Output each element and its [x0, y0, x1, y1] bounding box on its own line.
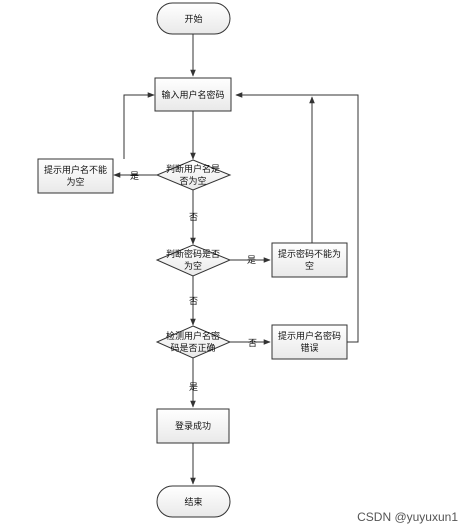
edge-label-yes-user: 是 [130, 171, 139, 182]
prompt-wrong-line-2: 错误 [300, 342, 318, 354]
login-success-node: 登录成功 [156, 408, 230, 444]
input-label: 输入用户名密码 [161, 89, 224, 101]
check-username-decision: 判断用户名是 否为空 [155, 159, 232, 191]
prompt-password-line-2: 空 [305, 260, 314, 272]
edge-label-yes-verify: 是 [189, 382, 198, 393]
start-label: 开始 [184, 13, 202, 25]
prompt-username-line-2: 为空 [66, 176, 84, 188]
edge-label-yes-pass: 是 [247, 255, 256, 266]
start-node: 开始 [156, 2, 231, 35]
check-username-line-1: 判断用户名是 [166, 163, 220, 175]
edge-label-no-verify: 否 [248, 338, 257, 349]
check-password-line-1: 判断密码是否 [166, 248, 220, 260]
input-node: 输入用户名密码 [154, 77, 232, 112]
connectors [113, 34, 359, 485]
prompt-wrong-credentials-node: 提示用户名密码 错误 [271, 324, 348, 360]
check-password-decision: 判断密码是否 为空 [155, 244, 232, 277]
edge-label-no-user: 否 [189, 212, 198, 223]
verify-line-1: 检测用户名密 [166, 330, 220, 342]
verify-credentials-decision: 检测用户名密 码是否正确 [155, 325, 232, 359]
prompt-wrong-line-1: 提示用户名密码 [278, 330, 341, 342]
end-node: 结束 [156, 485, 231, 518]
verify-line-2: 码是否正确 [170, 342, 215, 354]
edge-label-no-pass: 否 [189, 296, 198, 307]
check-password-line-2: 为空 [184, 260, 202, 272]
check-username-line-2: 否为空 [179, 175, 206, 187]
prompt-password-empty-node: 提示密码不能为 空 [271, 242, 348, 278]
end-label: 结束 [184, 496, 202, 508]
watermark-text: CSDN @yuyuxun1 [357, 510, 458, 524]
prompt-username-line-1: 提示用户名不能 [44, 164, 107, 176]
prompt-username-empty-node: 提示用户名不能 为空 [37, 158, 114, 194]
prompt-password-line-1: 提示密码不能为 [278, 248, 341, 260]
login-success-label: 登录成功 [175, 420, 211, 432]
